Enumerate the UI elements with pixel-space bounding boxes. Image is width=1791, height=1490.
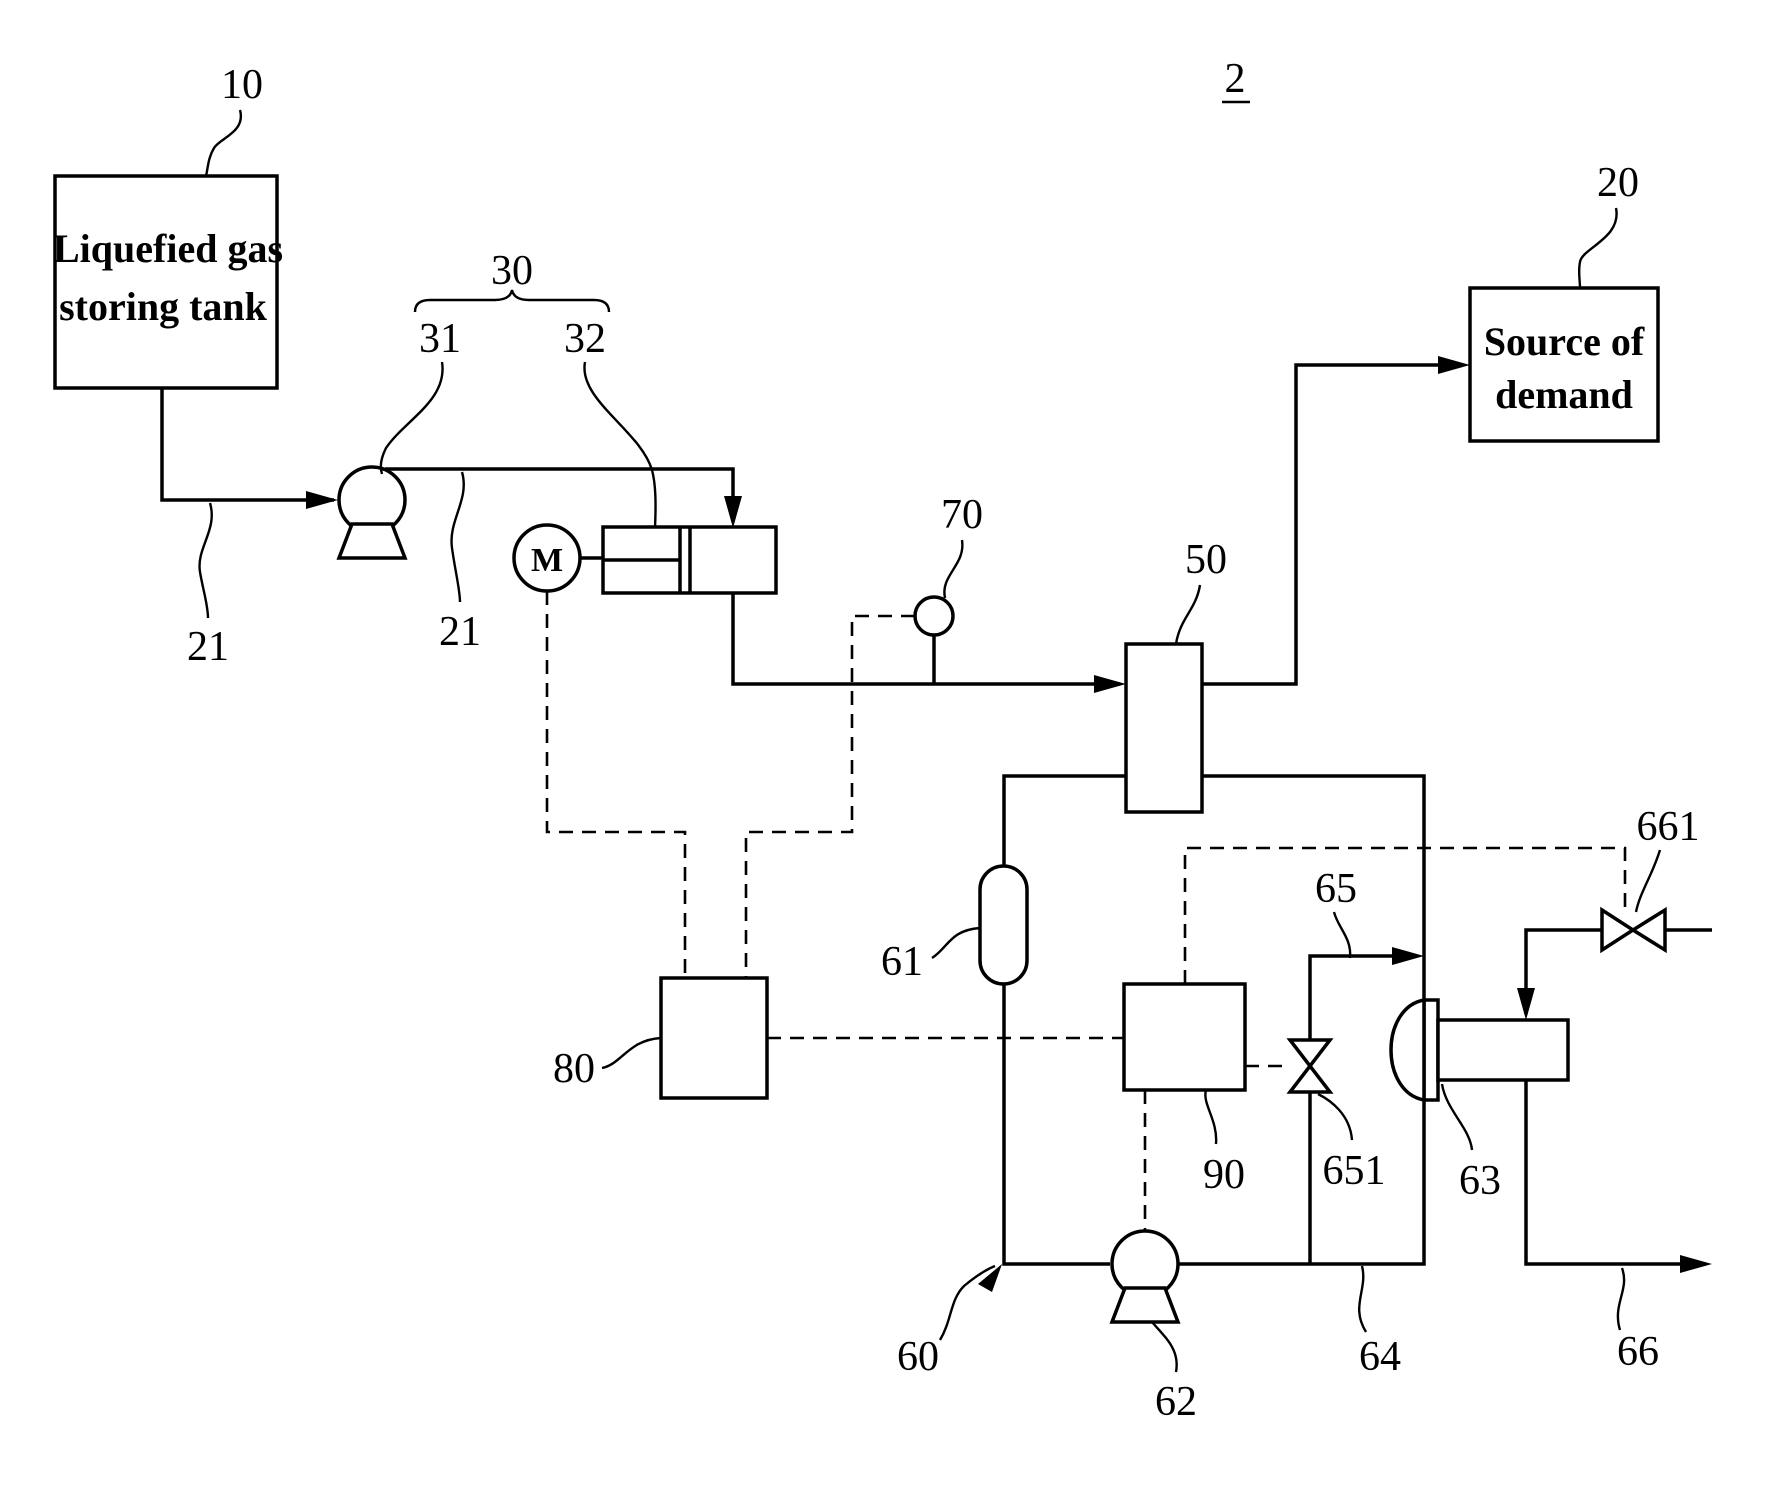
bypass-arrow	[1392, 947, 1424, 965]
demand-line	[1202, 365, 1462, 684]
cylinder-ref: 32	[564, 316, 606, 362]
signal-line-valve-661	[1185, 848, 1625, 984]
controller-leader	[602, 1038, 661, 1068]
demand-leader	[1579, 208, 1617, 288]
supply-line-ref-b: 21	[439, 609, 481, 655]
heat-exchanger-ref: 50	[1185, 537, 1227, 583]
fuel-feed-line	[1526, 930, 1602, 1014]
demand-label-line1: Source of	[1484, 319, 1645, 364]
heater-ref: 63	[1459, 1158, 1501, 1204]
heater	[1391, 1000, 1568, 1100]
supply-line-21b	[385, 469, 733, 520]
figure-number: 2	[1225, 56, 1246, 102]
circuit-ref: 60	[897, 1334, 939, 1380]
source-of-demand: Source of demand	[1470, 288, 1658, 441]
fuel-valve-ref: 661	[1637, 804, 1700, 850]
demand-arrow	[1438, 356, 1470, 374]
motor-symbol: M	[531, 542, 563, 579]
demand-ref: 20	[1597, 160, 1639, 206]
tank-leader	[206, 110, 241, 176]
fuel-valve-leader	[1636, 850, 1660, 912]
liquefied-gas-storing-tank: Liquefied gas storing tank	[53, 176, 283, 388]
secondary-controller-leader	[1205, 1090, 1216, 1144]
bypass-valve-ref: 651	[1323, 1148, 1386, 1194]
demand-label-line2: demand	[1495, 372, 1633, 417]
bypass-valve-lower	[1290, 1066, 1330, 1092]
fuel-feed-arrow	[1517, 988, 1535, 1020]
circulation-pump-leader	[1152, 1322, 1177, 1372]
heat-exchanger	[1126, 644, 1202, 812]
expansion-tank-ref: 61	[881, 939, 923, 985]
controller-ref: 80	[553, 1046, 595, 1092]
signal-line-sensor	[746, 616, 915, 978]
motor: M	[514, 525, 580, 591]
pump-group-brace	[415, 290, 609, 312]
fuel-valve	[1602, 910, 1665, 950]
fuel-outlet-line	[1526, 1080, 1706, 1264]
bypass-valve	[1290, 1040, 1330, 1066]
heat-exchanger-inlet-arrow	[1094, 675, 1126, 693]
pump-leader	[381, 362, 443, 474]
return-line-ref: 64	[1359, 1334, 1401, 1380]
high-pressure-pump-31	[339, 467, 405, 558]
controller	[661, 978, 767, 1098]
fuel-line-leader	[1618, 1268, 1624, 1330]
supply-line-ref-a-leader	[200, 503, 212, 618]
supply-arrow-head	[306, 491, 338, 509]
fuel-outlet-arrow	[1680, 1255, 1712, 1273]
circulation-pump	[1112, 1231, 1178, 1322]
cylinder-pump-32	[603, 527, 776, 593]
bypass-valve-leader	[1318, 1094, 1352, 1140]
heater-leader	[1442, 1084, 1472, 1150]
bypass-line-leader	[1334, 912, 1350, 958]
bypass-line	[1310, 956, 1416, 1264]
sensor-ref: 70	[941, 492, 983, 538]
pump-ref: 31	[419, 316, 461, 362]
secondary-controller-ref: 90	[1203, 1152, 1245, 1198]
secondary-controller	[1124, 984, 1245, 1090]
pump-group-ref: 30	[491, 248, 533, 294]
circuit-left-loop	[1004, 776, 1126, 1264]
bypass-line-ref: 65	[1315, 866, 1357, 912]
cylinder-leader	[584, 362, 655, 528]
fuel-line-ref: 66	[1617, 1329, 1659, 1375]
expansion-tank-leader	[932, 928, 980, 958]
sensor-leader	[944, 540, 962, 598]
return-line-leader	[1359, 1266, 1366, 1332]
circulation-pump-ref: 62	[1155, 1379, 1197, 1425]
heat-exchanger-leader	[1176, 585, 1200, 644]
signal-line-motor	[547, 591, 685, 978]
expansion-tank	[980, 866, 1027, 984]
supply-line-21a	[162, 388, 334, 500]
supply-line-ref-a: 21	[187, 624, 229, 670]
tank-label-line2: storing tank	[59, 284, 268, 329]
tank-ref: 10	[221, 62, 263, 108]
supply-line-ref-b-leader	[452, 472, 464, 602]
sensor	[915, 597, 953, 635]
cylinder-inlet-arrow	[724, 496, 742, 528]
tank-label-line1: Liquefied gas	[53, 226, 283, 271]
